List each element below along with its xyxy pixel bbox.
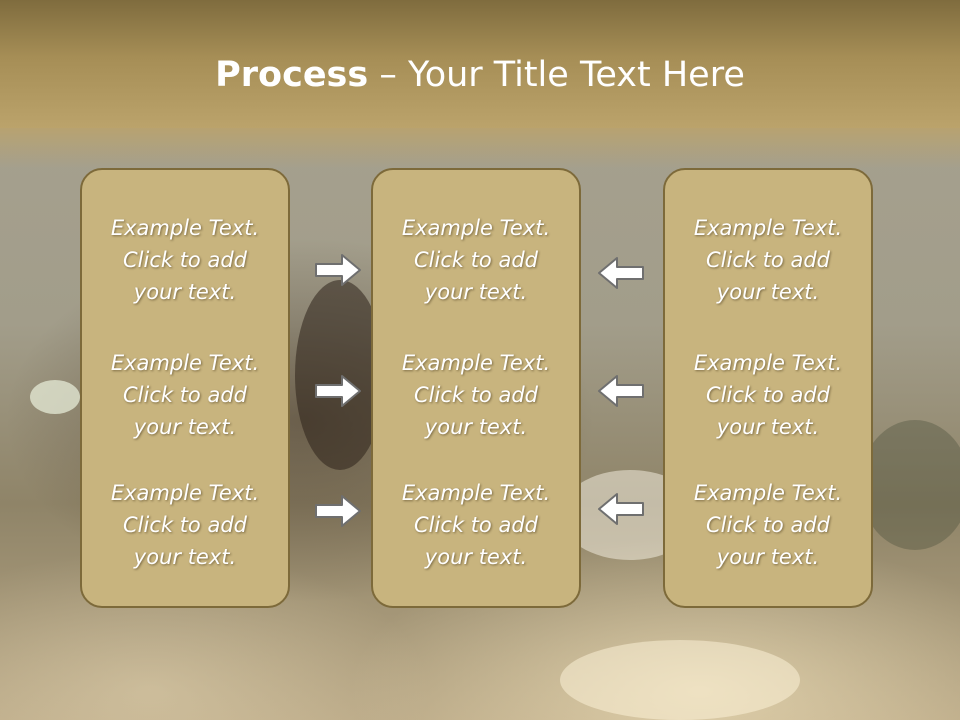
text-block[interactable]: Example Text. Click to add your text. [110, 216, 260, 304]
text-block[interactable]: Example Text. Click to add your text. [110, 481, 260, 569]
arrow-left-icon [598, 493, 644, 525]
arrow-left-icon [598, 257, 644, 289]
arrow-right-icon [315, 254, 361, 286]
slide-title-rest: – Your Title Text Here [368, 55, 745, 95]
text-block[interactable]: Example Text. Click to add your text. [693, 216, 843, 304]
slide-title[interactable]: Process – Your Title Text Here [0, 52, 960, 98]
title-band-fade [0, 128, 960, 168]
text-block[interactable]: Example Text. Click to add your text. [693, 481, 843, 569]
text-block[interactable]: Example Text. Click to add your text. [401, 481, 551, 569]
text-block[interactable]: Example Text. Click to add your text. [401, 351, 551, 439]
text-block[interactable]: Example Text. Click to add your text. [401, 216, 551, 304]
arrow-right-icon [315, 495, 361, 527]
text-block[interactable]: Example Text. Click to add your text. [110, 351, 260, 439]
arrow-left-icon [598, 375, 644, 407]
process-box-left[interactable]: Example Text. Click to add your text. Ex… [80, 168, 290, 608]
process-box-center[interactable]: Example Text. Click to add your text. Ex… [371, 168, 581, 608]
text-block[interactable]: Example Text. Click to add your text. [693, 351, 843, 439]
title-band [0, 0, 960, 128]
arrow-right-icon [315, 375, 361, 407]
process-box-right[interactable]: Example Text. Click to add your text. Ex… [663, 168, 873, 608]
slide-title-bold: Process [215, 55, 369, 95]
